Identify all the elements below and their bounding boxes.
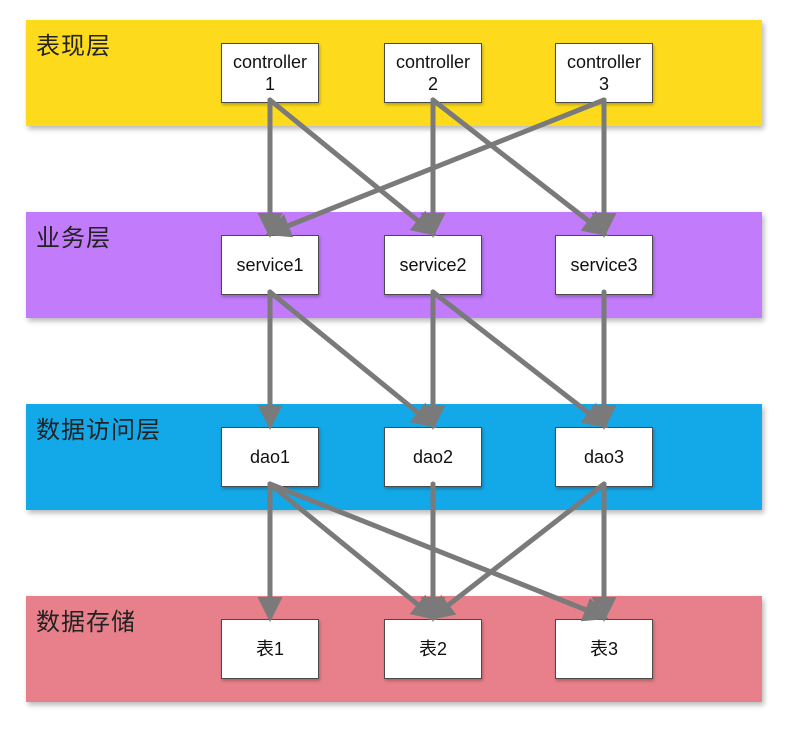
service-2-box: service2: [384, 235, 482, 295]
dao-3-box: dao3: [555, 427, 653, 487]
data-access-layer-label: 数据访问层: [36, 416, 161, 444]
business-layer-label: 业务层: [36, 224, 111, 252]
dao-1-box: dao1: [221, 427, 319, 487]
controller-3-box: controller 3: [555, 43, 653, 103]
service-3-box: service3: [555, 235, 653, 295]
table-3-box: 表3: [555, 619, 653, 679]
controller-1-box: controller 1: [221, 43, 319, 103]
presentation-layer-label: 表现层: [36, 32, 111, 60]
table-2-box: 表2: [384, 619, 482, 679]
service-1-box: service1: [221, 235, 319, 295]
dao-2-box: dao2: [384, 427, 482, 487]
data-storage-layer-label: 数据存储: [36, 608, 136, 636]
controller-2-box: controller 2: [384, 43, 482, 103]
table-1-box: 表1: [221, 619, 319, 679]
